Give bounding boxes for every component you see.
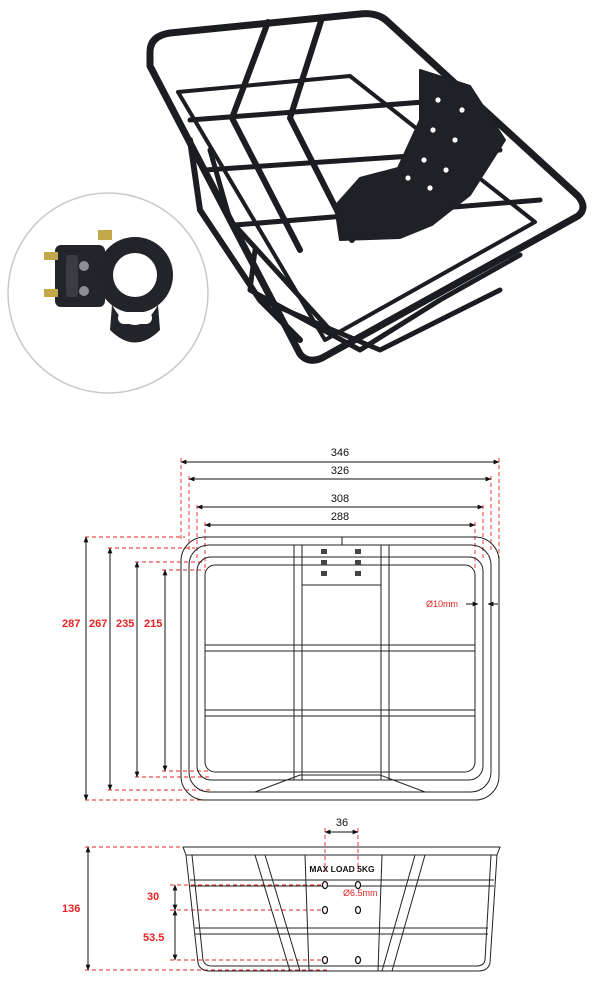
hole-spacing-label: 36 [336, 817, 348, 829]
clamp-icon [44, 230, 173, 343]
width-dim-inner: 288 [331, 511, 349, 523]
lower-gap-label: 53.5 [143, 932, 164, 944]
front-height-label: 136 [62, 903, 80, 915]
clamp-detail-inset [7, 192, 209, 394]
hole-diameter-label: Ø6.5mm [343, 888, 378, 898]
width-dim-2: 326 [331, 465, 349, 477]
height-dim-outer: 287 [62, 618, 80, 630]
width-dim-outer: 346 [331, 447, 349, 459]
top-view-drawing [83, 458, 500, 801]
front-view-drawing [85, 828, 501, 972]
height-dim-2: 267 [89, 618, 107, 630]
tube-diameter-label: Ø10mm [426, 599, 458, 609]
max-load-label: MAX LOAD 5KG [309, 864, 375, 874]
width-dim-3: 308 [331, 493, 349, 505]
upper-gap-label: 30 [147, 891, 159, 903]
basket-photo [146, 10, 587, 364]
height-dim-inner: 215 [144, 618, 162, 630]
height-dim-3: 235 [116, 618, 134, 630]
